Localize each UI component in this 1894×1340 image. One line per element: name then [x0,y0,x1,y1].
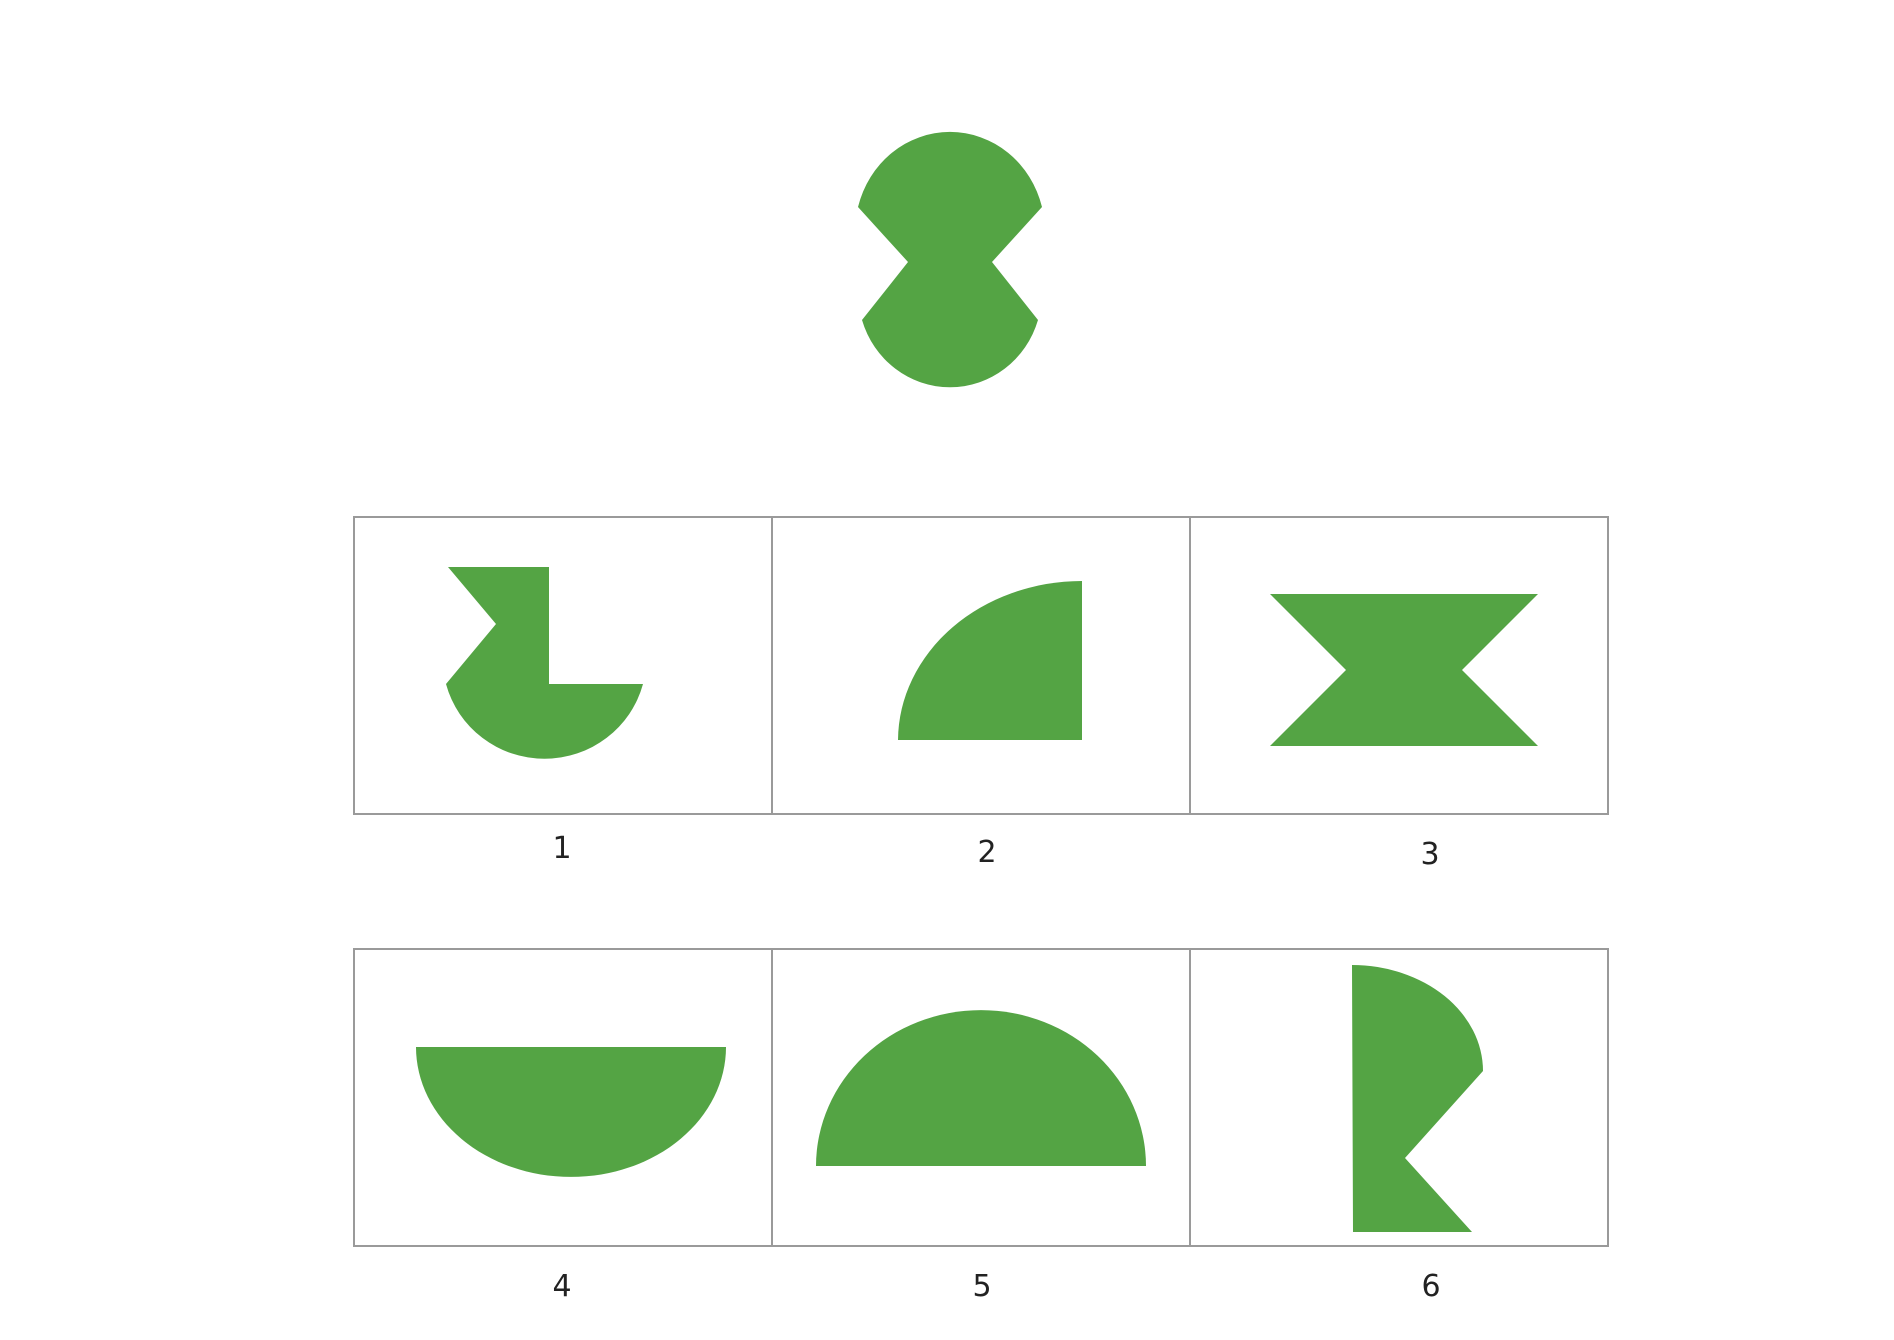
option-1-card[interactable] [353,516,773,815]
option-3-label: 3 [1420,837,1440,872]
option-6-card[interactable] [1189,948,1609,1247]
option-2-shape [898,581,1082,740]
option-2-label: 2 [977,835,997,870]
target-figure [858,131,1042,388]
option-3-card[interactable] [1189,516,1609,815]
target-shape [858,131,1042,388]
option-1-shape [446,567,643,759]
option-1-frame [353,516,773,815]
option-4-card[interactable] [353,948,773,1247]
option-6-label: 6 [1421,1269,1441,1304]
option-6-shape [1352,965,1483,1232]
option-5-card[interactable] [771,948,1191,1247]
option-1-label: 1 [552,831,572,866]
option-5-shape [816,1010,1146,1166]
option-6-frame [1189,948,1609,1247]
option-3-frame [1189,516,1609,815]
option-4-label: 4 [552,1269,572,1304]
option-3-shape [1270,594,1538,746]
option-4-shape [416,1047,726,1177]
option-2-card[interactable] [771,516,1191,815]
option-5-label: 5 [972,1269,992,1304]
